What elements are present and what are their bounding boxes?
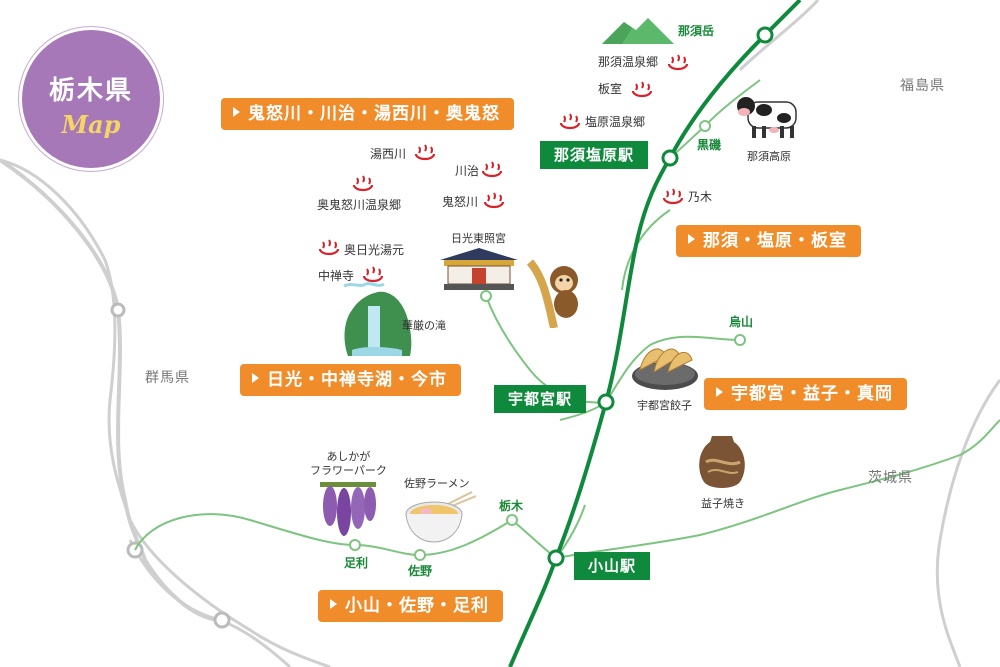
region-label: 鬼怒川・川治・湯西川・奥鬼怒 (248, 104, 500, 124)
label-nogi: 乃木 (688, 190, 713, 204)
label-ashikaga-park: あしかが フラワーパーク (310, 450, 387, 477)
station-oyama[interactable]: 小山駅 (574, 552, 651, 580)
cow-icon (737, 97, 797, 138)
label-okukinu: 奥鬼怒川温泉郷 (317, 198, 402, 212)
triangle-icon (688, 234, 695, 244)
region-utsunomiya-button[interactable]: 宇都宮・益子・真岡 (704, 378, 907, 410)
triangle-icon (252, 373, 259, 383)
region-label: 那須・塩原・板室 (703, 231, 847, 251)
label-sano-ramen: 佐野ラーメン (404, 477, 470, 490)
label-gyoza: 宇都宮餃子 (637, 399, 692, 412)
label-yunishigawa: 湯西川 (370, 147, 407, 161)
region-label: 小山・佐野・足利 (345, 596, 489, 616)
triangle-icon (716, 387, 723, 397)
label-karasuyama: 烏山 (729, 315, 754, 329)
onsen-icon (667, 54, 689, 71)
region-oyama-button[interactable]: 小山・佐野・足利 (318, 590, 503, 622)
pottery-icon (699, 436, 745, 488)
shrine-icon (440, 248, 518, 290)
onsen-icon (481, 161, 503, 178)
border-west (0, 158, 331, 667)
label-toshogu: 日光東照宮 (451, 232, 506, 245)
line-karasuyama (605, 335, 741, 403)
gyoza-icon (632, 348, 698, 390)
wisteria-icon (320, 482, 376, 536)
onsen-icon (362, 266, 384, 283)
label-kegon: 華厳の滝 (402, 319, 446, 332)
onsen-icon (662, 188, 684, 205)
label-shiobara-onsen: 塩原温泉郷 (585, 115, 646, 129)
region-nasu-button[interactable]: 那須・塩原・板室 (676, 225, 861, 257)
label-itamuro: 板室 (598, 82, 623, 96)
label-ashikaga: 足利 (344, 556, 369, 570)
station-utsunomiya[interactable]: 宇都宮駅 (494, 385, 587, 413)
onsen-icon (483, 192, 505, 209)
line-mito (555, 419, 1000, 559)
map-badge: 栃木県 Map (22, 30, 160, 168)
waterfall-icon (343, 282, 412, 356)
onsen-icon (414, 144, 436, 161)
pref-fukushima: 福島県 (900, 78, 945, 94)
border-east (738, 0, 1000, 667)
label-kuroiso: 黒磯 (697, 138, 722, 152)
pref-ibaraki: 茨城県 (868, 470, 913, 486)
region-kinugawa-button[interactable]: 鬼怒川・川治・湯西川・奥鬼怒 (221, 98, 514, 130)
label-nasudake: 那須岳 (678, 24, 715, 38)
region-label: 宇都宮・益子・真岡 (731, 384, 893, 404)
monkey-icon (526, 259, 578, 328)
region-nikko-button[interactable]: 日光・中禅寺湖・今市 (240, 364, 461, 396)
pref-gunma: 群馬県 (145, 370, 190, 386)
onsen-icon (352, 175, 374, 192)
label-kawaji: 川治 (455, 164, 480, 178)
label-sano: 佐野 (408, 564, 433, 578)
label-chuzenji: 中禅寺 (318, 269, 355, 283)
onsen-icon (318, 239, 340, 256)
triangle-icon (233, 107, 240, 117)
label-nasu-kogen: 那須高原 (747, 150, 791, 163)
ramen-icon (405, 491, 476, 543)
label-kinugawa: 鬼怒川 (442, 195, 479, 209)
station-nasushiobara[interactable]: 那須塩原駅 (540, 141, 649, 169)
mountain-icon (602, 18, 674, 44)
onsen-icon (631, 81, 653, 98)
region-label: 日光・中禅寺湖・今市 (267, 370, 447, 390)
rail-gray (0, 158, 223, 622)
badge-title: 栃木県 (48, 76, 133, 106)
label-tochigi: 栃木 (499, 499, 524, 513)
triangle-icon (330, 599, 337, 609)
badge-subtitle: Map (61, 110, 121, 139)
label-mashiko: 益子焼き (701, 497, 745, 510)
label-nasu-onsen: 那須温泉郷 (598, 55, 659, 69)
onsen-icon (559, 113, 581, 130)
label-okunikko: 奥日光湯元 (344, 243, 405, 257)
